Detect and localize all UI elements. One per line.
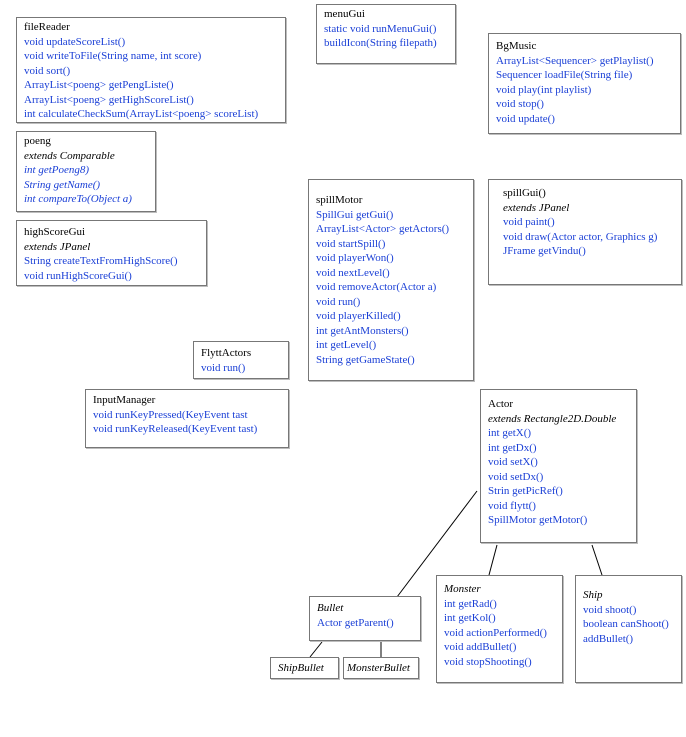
- method: void nextLevel(): [316, 266, 390, 279]
- method: addBullet(): [583, 632, 634, 645]
- class-highscoregui: highScoreGui extends JPanel String creat…: [16, 220, 207, 286]
- link-bullet-shipbullet: [309, 641, 323, 658]
- method: boolean canShoot(): [583, 618, 669, 630]
- method: buildIcon(String filepath): [324, 37, 437, 49]
- method: void sort(): [24, 64, 71, 77]
- method: void runKeyPressed(KeyEvent tast: [93, 408, 248, 421]
- class-title: spillGui(): [503, 187, 546, 199]
- method: int calculateCheckSum(ArrayList<poeng> s…: [24, 108, 259, 120]
- method: static void runMenuGui(): [324, 22, 437, 35]
- method: ArrayList<poeng> getHighScoreList(): [24, 93, 194, 106]
- method: ArrayList<Sequencer> getPlaylist(): [496, 54, 654, 67]
- class-title: poeng: [24, 135, 51, 147]
- method: ArrayList<Actor> getActors(): [316, 223, 450, 235]
- class-inputmanager: InputManager void runKeyPressed(KeyEvent…: [85, 389, 289, 448]
- method: int getPoeng8): [24, 164, 90, 176]
- method: void removeActor(Actor a): [316, 281, 437, 293]
- class-actor: Actor extends Rectangle2D.Double int get…: [480, 389, 637, 543]
- class-filereader: fileReader void updateScoreList() void w…: [16, 17, 286, 123]
- method: void play(int playlist): [496, 83, 592, 96]
- extends-clause: extends Rectangle2D.Double: [488, 412, 617, 425]
- class-spillgui: spillGui() extends JPanel void paint() v…: [488, 179, 682, 285]
- method: int getLevel(): [316, 339, 377, 351]
- class-monsterbullet: MonsterBullet: [343, 657, 419, 679]
- method: SpillGui getGui(): [316, 208, 394, 221]
- method: void setDx(): [488, 470, 544, 483]
- method: int getDx(): [488, 441, 537, 454]
- method: void update(): [496, 112, 555, 125]
- class-spillmotor: spillMotor SpillGui getGui() ArrayList<A…: [308, 179, 474, 381]
- method: void playerWon(): [316, 252, 394, 264]
- method: JFrame getVindu(): [503, 245, 586, 257]
- extends-clause: extends Comparable: [24, 149, 115, 162]
- method: Sequencer loadFile(String file): [496, 69, 633, 81]
- class-title: Actor: [488, 398, 514, 410]
- link-actor-ship: [591, 544, 603, 576]
- method: String createTextFromHighScore(): [24, 255, 178, 267]
- method: void run(): [201, 361, 246, 374]
- method: void stopShooting(): [444, 655, 532, 668]
- class-bgmusic: BgMusic ArrayList<Sequencer> getPlaylist…: [488, 33, 681, 134]
- extends-clause: extends JPanel: [503, 201, 570, 214]
- class-ship: Ship void shoot() boolean canShoot() add…: [575, 575, 682, 683]
- class-title: MonsterBullet: [347, 662, 410, 674]
- class-title: highScoreGui: [24, 226, 86, 238]
- method: void flytt(): [488, 499, 536, 512]
- method: int getKol(): [444, 612, 496, 624]
- method: String getGameState(): [316, 353, 415, 366]
- class-title: menuGui: [324, 8, 365, 20]
- extends-clause: extends JPanel: [24, 240, 91, 253]
- method: void writeToFile(String name, int score): [24, 50, 202, 62]
- class-bullet: Bullet Actor getParent(): [309, 596, 421, 641]
- method: int getRad(): [444, 597, 497, 610]
- class-title: fileReader: [24, 21, 70, 33]
- method: void actionPerformed(): [444, 626, 547, 639]
- method: void paint(): [503, 216, 555, 228]
- method: void draw(Actor actor, Graphics g): [503, 230, 658, 243]
- class-menugui: menuGui static void runMenuGui() buildIc…: [316, 4, 456, 64]
- class-shipbullet: ShipBullet: [270, 657, 339, 679]
- class-title: FlyttActors: [201, 347, 252, 359]
- class-title: Ship: [583, 589, 603, 601]
- method: ArrayList<poeng> getPengListe(): [24, 79, 174, 91]
- method: int getAntMonsters(): [316, 324, 409, 337]
- method: int compareTo(Object a): [24, 193, 132, 205]
- class-title: spillMotor: [316, 194, 363, 206]
- class-monster: Monster int getRad() int getKol() void a…: [436, 575, 563, 683]
- method: void stop(): [496, 98, 544, 110]
- class-poeng: poeng extends Comparable int getPoeng8) …: [16, 131, 156, 212]
- method: Actor getParent(): [317, 616, 394, 629]
- method: void playerKilled(): [316, 310, 401, 322]
- class-flyttactors: FlyttActors void run(): [193, 341, 289, 379]
- method: void startSpill(): [316, 237, 386, 250]
- method: SpillMotor getMotor(): [488, 514, 588, 526]
- method: void updateScoreList(): [24, 35, 126, 48]
- class-title: ShipBullet: [278, 662, 324, 674]
- method: void runKeyReleased(KeyEvent tast): [93, 423, 258, 435]
- method: String getName(): [24, 178, 101, 191]
- method: void runHighScoreGui(): [24, 269, 132, 282]
- class-title: BgMusic: [496, 40, 537, 52]
- class-title: Monster: [444, 583, 481, 595]
- method: void run(): [316, 295, 361, 308]
- method: void addBullet(): [444, 641, 517, 653]
- method: Strin getPicRef(): [488, 485, 563, 497]
- method: void shoot(): [583, 603, 637, 616]
- class-title: InputManager: [93, 394, 156, 406]
- class-title: Bullet: [317, 602, 344, 614]
- method: int getX(): [488, 427, 532, 439]
- link-actor-bullet: [396, 490, 478, 598]
- method: void setX(): [488, 456, 538, 468]
- link-actor-monster: [488, 544, 498, 576]
